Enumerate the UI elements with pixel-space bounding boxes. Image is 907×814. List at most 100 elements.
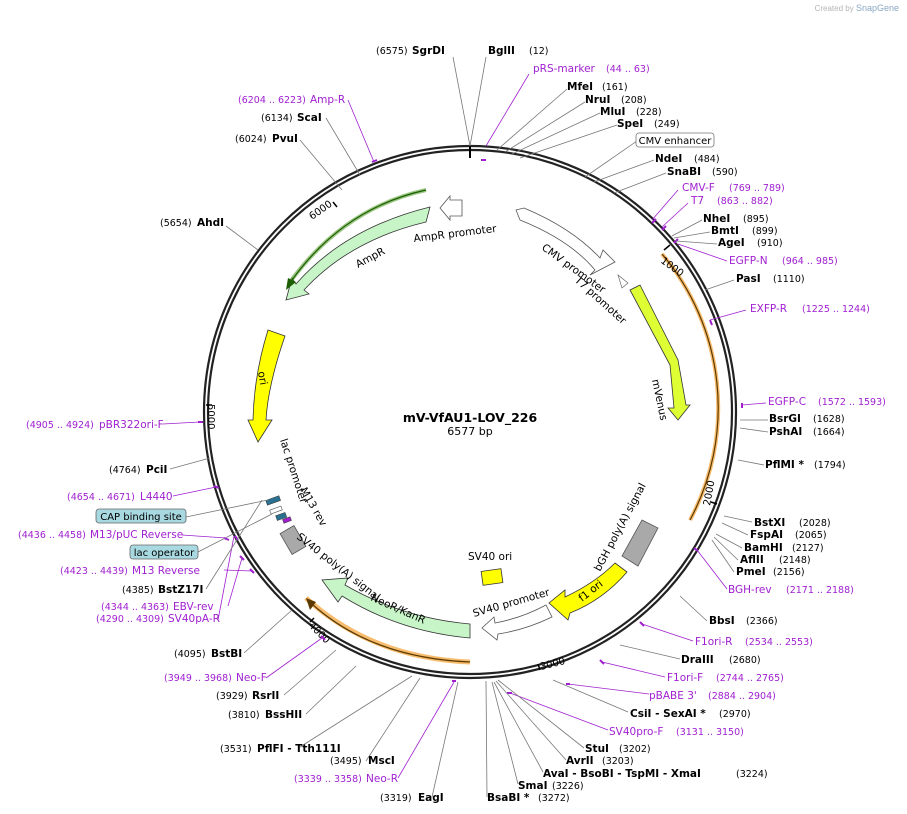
bgh-polya-box[interactable] <box>621 519 659 567</box>
site-eagi: EagI <box>418 792 444 804</box>
label-ampr: AmpR <box>354 245 387 270</box>
leader-neo-r <box>397 681 455 779</box>
site-pmei: PmeI <box>736 566 766 578</box>
primer-pbabe3: pBABE 3' <box>649 690 697 702</box>
sv40-polya-box[interactable] <box>279 525 307 555</box>
cap-binding-site-mark[interactable] <box>265 495 281 506</box>
site-msci: MscI <box>368 755 395 767</box>
label-ori: ori <box>255 370 269 386</box>
label-mvenus: mVenus <box>649 378 669 421</box>
ampr-arrow[interactable] <box>285 206 431 301</box>
primer-f1ori-f: F1ori-F <box>667 672 703 684</box>
cmv-promoter-arrow[interactable] <box>515 207 616 276</box>
primer-pbr322ori-f: pBR322ori-F <box>99 419 164 431</box>
site-bsrgi: BsrGI <box>769 413 801 425</box>
pos-bsabi: (3272) <box>538 793 570 804</box>
site-bsshii: BssHII <box>265 709 302 721</box>
tick-label-1000: 1000 <box>658 256 685 280</box>
leader-lines <box>162 56 769 798</box>
leader-stui <box>497 679 585 749</box>
site-bmti: BmtI <box>711 225 739 237</box>
ampr-promoter-arrow[interactable] <box>439 194 463 222</box>
mark-exfp-r <box>709 319 713 326</box>
leader-t7 <box>661 202 689 228</box>
pos-fspai: (2065) <box>795 530 827 541</box>
leader-pasi <box>704 279 735 291</box>
pos-agei: (910) <box>757 238 783 249</box>
sv40-ori-box[interactable] <box>480 568 504 586</box>
leader-pbabe3 <box>567 683 650 695</box>
tick-2000 <box>710 501 718 505</box>
primer-pos-l4440: (4654 .. 4671) <box>67 492 135 503</box>
pos-bstbi: (4095) <box>174 649 206 660</box>
leader-snabi <box>613 172 667 194</box>
leader-spei <box>519 124 618 159</box>
cmv-enhancer-box[interactable] <box>635 132 715 148</box>
plasmid-length: 6577 bp <box>447 425 492 438</box>
sv40-promoter-arrow[interactable] <box>481 604 553 641</box>
leader-f1ori-f <box>601 661 666 678</box>
site-pasi: PasI <box>736 273 761 285</box>
leader-rsrii <box>283 649 337 696</box>
neor-kanr-arrow[interactable] <box>321 577 471 639</box>
site-scai: ScaI <box>297 112 322 124</box>
site-bbsi: BbsI <box>709 615 735 627</box>
t7-promoter-arrow[interactable] <box>617 274 629 289</box>
primer-pos-m13-reverse: (4423 .. 4439) <box>60 566 128 577</box>
ampr-green-line <box>291 189 427 281</box>
primer-pos-egfp-n: (964 .. 985) <box>782 256 838 267</box>
site-sgrdi: SgrDI <box>412 45 445 57</box>
label-sv40-ori: SV40 ori <box>468 551 512 563</box>
tick-6000 <box>332 201 338 208</box>
label-ampr-promoter: AmpR promoter <box>413 223 498 245</box>
pos-pcii: (4764) <box>109 465 141 476</box>
primer-sv40pa-r: SV40pA-R <box>168 613 220 625</box>
pos-pflmi: (1794) <box>814 460 846 471</box>
m13-rev-mark[interactable] <box>282 516 292 524</box>
leader-bsabi <box>485 680 488 798</box>
mark-t7 <box>661 225 667 231</box>
mark-neo-f <box>320 635 326 641</box>
leader-draiii <box>619 644 681 660</box>
site-bglii: BglII <box>488 45 515 57</box>
ori-arrow[interactable] <box>247 329 286 443</box>
leader-bbsi <box>679 595 708 622</box>
primer-m13-puc-reverse: M13/pUC Reverse <box>90 529 183 541</box>
pos-bstxi: (2028) <box>799 518 831 529</box>
site-bstz17i: BstZ17I <box>158 584 203 596</box>
primer-pos-pbabe3: (2884 .. 2904) <box>708 691 776 702</box>
site-labels: (6575) SgrDI BglII (12) MfeI (161) NruI … <box>109 45 846 804</box>
mvenus-arrow[interactable] <box>629 284 691 421</box>
pos-nhei: (895) <box>743 214 769 225</box>
primer-l4440: L4440 <box>140 491 173 503</box>
primer-bgh-rev: BGH-rev <box>728 584 772 596</box>
pos-eagi: (3319) <box>380 793 412 804</box>
site-avai: AvaI - BsoBI - TspMI - XmaI <box>543 768 701 780</box>
leader-sv40pro-f <box>509 692 609 731</box>
lac-operator-mark[interactable] <box>275 512 288 521</box>
leader-bsshii <box>305 665 357 715</box>
cap-binding-site-box[interactable] <box>95 508 187 524</box>
f1-ori-arrow[interactable] <box>548 562 628 621</box>
pos-ahdi: (5654) <box>160 218 192 229</box>
leader-mlui <box>511 112 601 155</box>
site-bstxi: BstXI <box>754 517 785 529</box>
pos-stui: (3202) <box>619 744 651 755</box>
pos-scai: (6134) <box>261 113 293 124</box>
site-pvui: PvuI <box>272 133 298 145</box>
primer-neo-f: Neo-F <box>236 672 267 684</box>
pos-bbsi: (2366) <box>746 616 778 627</box>
pos-avai: (3224) <box>736 769 768 780</box>
lac-promoter-mark[interactable] <box>269 505 283 515</box>
pos-spei: (249) <box>654 119 680 130</box>
leader-smai <box>491 681 519 785</box>
site-avrii: AvrII <box>566 755 594 767</box>
leader-cmv-f <box>651 189 679 221</box>
leader-csii <box>552 679 629 713</box>
primer-pos-pbr322ori-f: (4905 .. 4924) <box>26 420 94 431</box>
pos-bstz17i: (4385) <box>122 585 154 596</box>
pos-avrii: (3203) <box>602 756 634 767</box>
lac-operator-box[interactable] <box>129 544 199 560</box>
leader-pvui <box>299 139 343 191</box>
site-snabi: SnaBI <box>667 166 701 178</box>
